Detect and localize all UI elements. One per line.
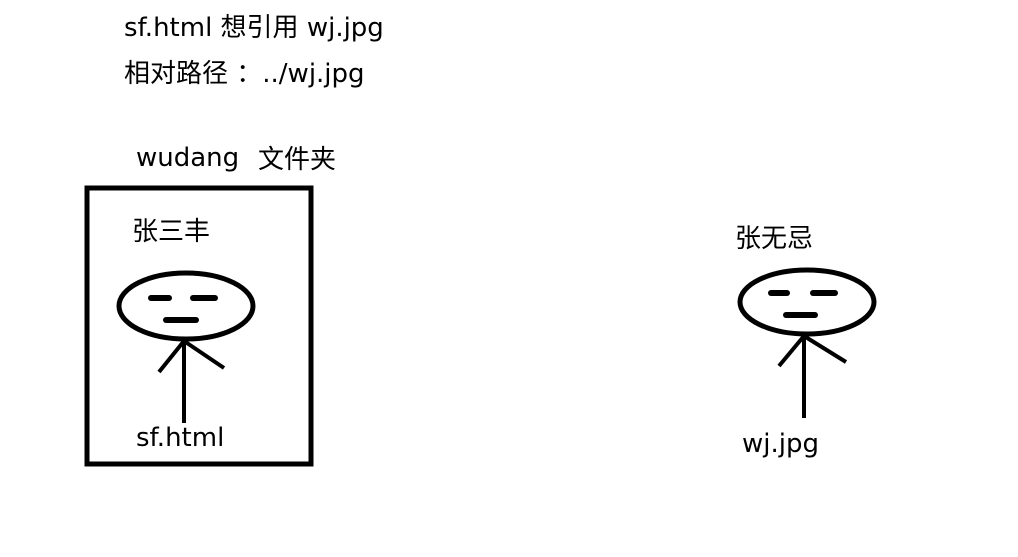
folder-label: 文件夹 [258, 145, 337, 175]
right-figure-arm-left [777, 334, 806, 368]
right-figure-arm-right [802, 334, 848, 364]
folder-box [84, 185, 314, 467]
right-figure-head [737, 267, 877, 337]
left-stick-figure [116, 270, 256, 423]
right-person-name: 张无忌 [735, 224, 814, 254]
left-person-name: 张三丰 [132, 217, 211, 247]
left-figure-head [116, 270, 256, 342]
note-line-1: sf.html 想引用 wj.jpg [124, 13, 384, 43]
right-person-file: wj.jpg [742, 429, 819, 459]
folder-name: wudang [136, 143, 240, 173]
right-stick-figure [737, 267, 877, 418]
left-figure-arm-right [182, 339, 226, 370]
note-line-2: 相对路径 ：../wj.jpg [124, 59, 365, 89]
left-figure-arm-left [157, 339, 186, 374]
left-person-file: sf.html [136, 423, 225, 453]
